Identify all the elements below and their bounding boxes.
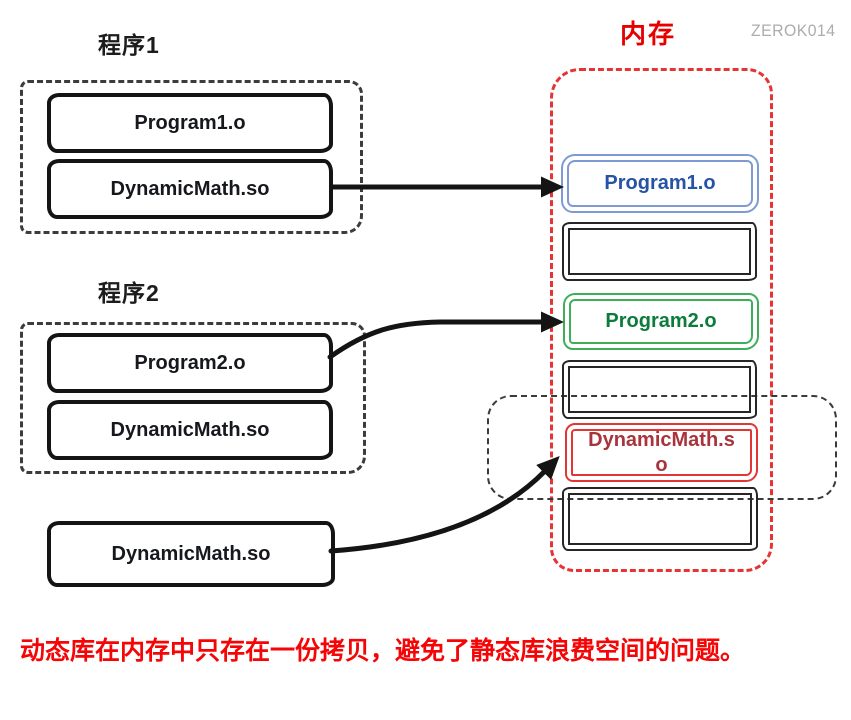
memory-slot-empty-2: [562, 360, 757, 419]
shared-library-dashed-overlay: [487, 395, 837, 500]
program1-object-label: Program1.o: [134, 111, 246, 134]
program2-object-box: Program2.o: [47, 333, 333, 393]
memory-slot-dynamicmath: DynamicMath.so: [565, 423, 758, 482]
memory-slot-empty-3: [562, 487, 758, 551]
program1-dynamicmath-box: DynamicMath.so: [47, 159, 333, 219]
program1-dynamicmath-label: DynamicMath.so: [110, 177, 270, 200]
memory-slot-empty-1: [562, 222, 757, 281]
memory-slot-program2-label: Program2.o: [605, 310, 717, 332]
watermark: ZEROK014: [751, 21, 836, 40]
memory-slot-program1: Program1.o: [561, 154, 759, 213]
program1-dashed-group: [20, 80, 363, 234]
program1-object-box: Program1.o: [47, 93, 333, 153]
program2-dynamicmath-box: DynamicMath.so: [47, 400, 333, 460]
program2-dynamicmath-label: DynamicMath.so: [110, 418, 270, 441]
program2-title: 程序2: [98, 280, 160, 306]
memory-slot-program1-label: Program1.o: [604, 172, 716, 194]
memory-slot-dynamicmath-label: DynamicMath.so: [588, 428, 735, 476]
program1-title: 程序1: [98, 32, 160, 58]
standalone-dynamicmath-box: DynamicMath.so: [47, 521, 335, 587]
memory-title: 内存: [620, 19, 677, 49]
program2-object-label: Program2.o: [134, 351, 246, 374]
memory-slot-program2: Program2.o: [563, 293, 759, 350]
caption-text: 动态库在内存中只存在一份拷贝，避免了静态库浪费空间的问题。: [20, 637, 746, 665]
program2-dashed-group: [20, 322, 366, 474]
standalone-dynamicmath-label: DynamicMath.so: [111, 542, 271, 565]
